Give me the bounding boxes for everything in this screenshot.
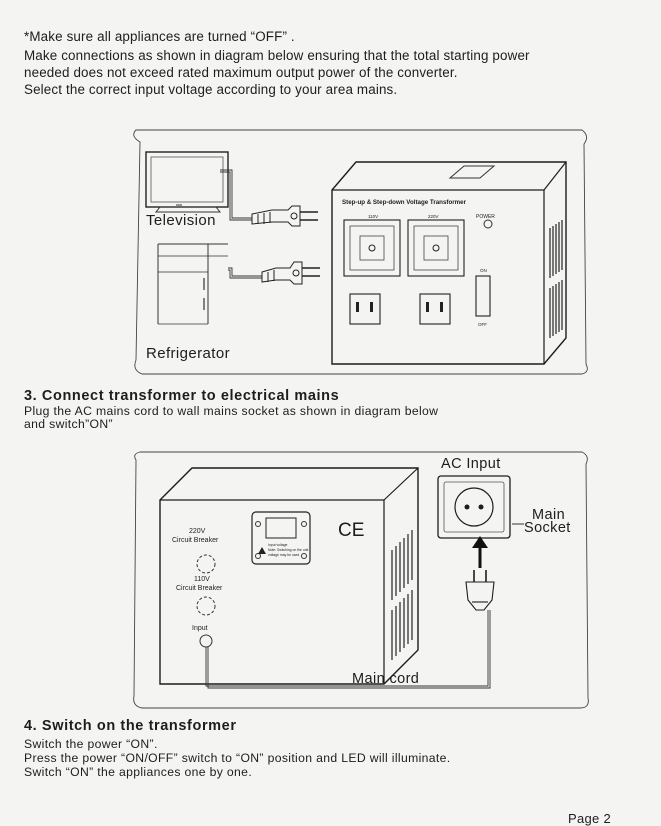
ac-input-label: AC Input xyxy=(441,456,501,472)
page-number: Page 2 xyxy=(568,811,612,826)
mains-plug-icon xyxy=(465,570,495,611)
main-cord-label: Main cord xyxy=(352,671,420,687)
television-label: Television xyxy=(146,212,216,229)
intro-line-4: Select the correct input voltage accordi… xyxy=(24,82,398,97)
ce-mark: CE xyxy=(338,520,364,541)
step-4-line-3: Switch “ON” the appliances one by one. xyxy=(24,765,253,779)
tv-plug-icon xyxy=(251,205,318,227)
figure-frame xyxy=(133,129,588,375)
label-power: POWER xyxy=(476,214,495,220)
main-label: Main xyxy=(532,507,566,523)
label-switch-off: OFF xyxy=(478,322,487,327)
step-4-line-2: Press the power “ON/OFF” switch to “ON” … xyxy=(24,751,451,765)
intro-line-1: *Make sure all appliances are turned “OF… xyxy=(24,29,295,44)
refrigerator-icon xyxy=(157,243,228,325)
mains-connection-diagram: 220V Circuit Breaker 110V Circuit Breake… xyxy=(126,450,592,712)
wall-socket-icon xyxy=(437,475,511,539)
meter-text-2: Note: Switching on the unit xyxy=(268,548,308,552)
appliance-cords xyxy=(220,169,262,279)
meter-text-1: Input voltage xyxy=(268,543,288,547)
transformer-unit-side xyxy=(159,467,419,685)
intro-line-3: needed does not exceed rated maximum out… xyxy=(24,65,458,80)
breaker-110v-label: 110V xyxy=(194,576,210,583)
up-arrow-icon xyxy=(472,536,488,568)
intro-line-2: Make connections as shown in diagram bel… xyxy=(24,48,530,63)
transformer-title: Step-up & Step-down Voltage Transformer xyxy=(342,199,467,206)
step-3-heading: 3. Connect transformer to electrical mai… xyxy=(24,388,340,404)
label-110v: 110V xyxy=(368,214,378,219)
input-label: Input xyxy=(192,625,208,632)
breaker-220v-sub: Circuit Breaker xyxy=(172,537,219,544)
television-icon xyxy=(145,151,229,213)
fridge-plug-icon xyxy=(261,261,320,285)
main-cord xyxy=(205,610,491,689)
figure-frame-2 xyxy=(133,451,589,709)
breaker-110v-sub: Circuit Breaker xyxy=(176,585,223,592)
socket-label: Socket xyxy=(524,520,571,536)
meter-text-3: voltage may be used xyxy=(268,553,299,557)
appliance-connection-diagram: Step-up & Step-down Voltage Transformer … xyxy=(124,128,594,376)
refrigerator-label: Refrigerator xyxy=(146,345,230,362)
breaker-220v-label: 220V xyxy=(189,528,206,535)
step-4-line-1: Switch the power “ON”. xyxy=(24,737,158,751)
label-switch-on: ON xyxy=(480,268,487,273)
transformer-unit xyxy=(331,161,567,365)
step-3-line-2: and switch”ON” xyxy=(24,417,113,431)
step-3-line-1: Plug the AC mains cord to wall mains soc… xyxy=(24,404,439,418)
step-4-heading: 4. Switch on the transformer xyxy=(24,718,237,734)
label-220v: 220V xyxy=(428,214,439,219)
